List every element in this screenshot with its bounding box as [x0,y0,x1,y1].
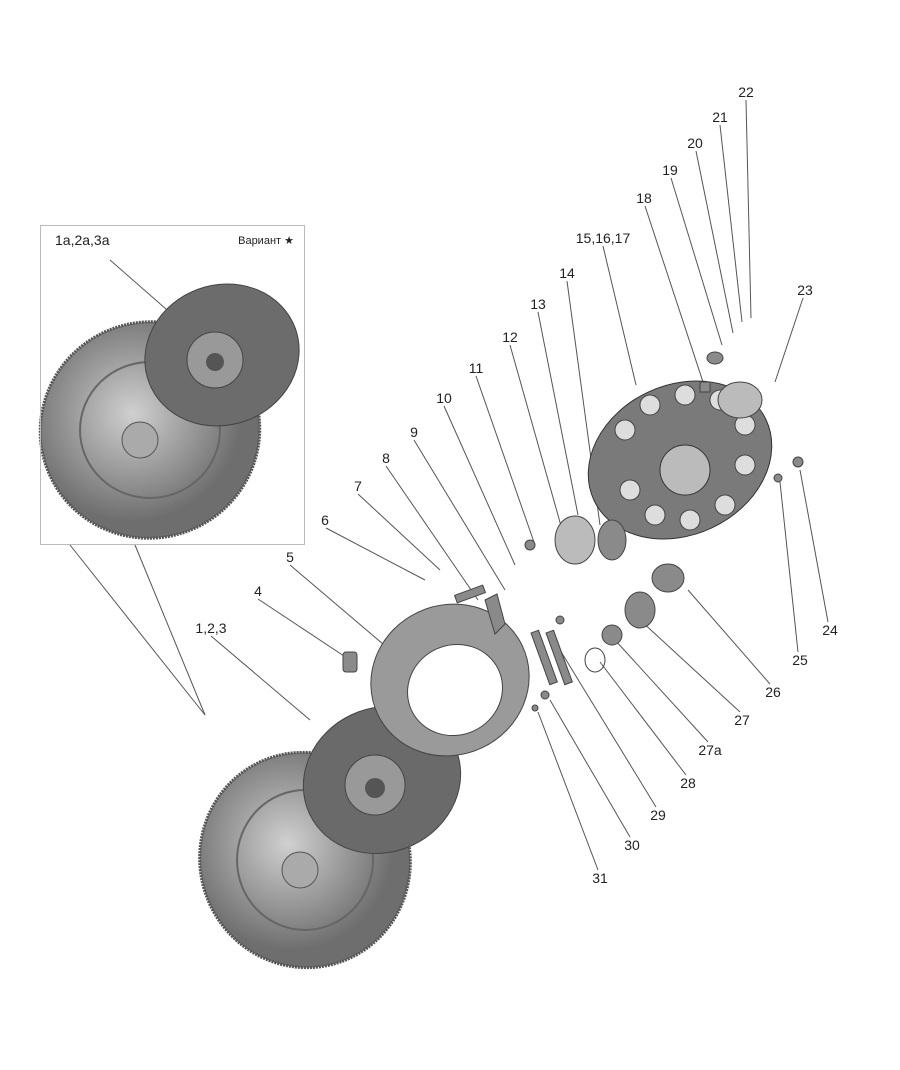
callout-5: 5 [286,549,294,565]
callout-10: 10 [436,390,452,406]
small-parts [342,351,804,712]
callout-7: 7 [354,478,362,494]
callout-15-16-17: 15,16,17 [575,230,631,246]
callout-8: 8 [382,450,390,466]
callout-20: 20 [687,135,703,151]
callout-23: 23 [797,282,813,298]
callout-29: 29 [650,807,666,823]
callout-27: 27 [734,712,750,728]
inset-title: 1a,2a,3a [55,232,110,248]
callout-27a: 27a [698,742,722,758]
callout-12: 12 [502,329,518,345]
star-icon: ★ [284,235,294,247]
callout-28: 28 [680,775,696,791]
callout-1-2-3: 1,2,3 [195,620,227,636]
inset-clutch-disc [144,283,300,427]
callout-6: 6 [321,512,329,528]
callout-30: 30 [624,837,640,853]
pressure-plate [370,603,530,757]
callout-21: 21 [712,109,728,125]
callout-19: 19 [662,162,678,178]
callout-31: 31 [592,870,608,886]
leader-lines [69,99,829,871]
callout-22: 22 [738,84,754,100]
callout-14: 14 [559,265,575,281]
variant-inset: 1a,2a,3a Вариант ★ [40,225,305,545]
callout-11: 11 [468,360,484,376]
callout-24: 24 [822,622,838,638]
callout-4: 4 [254,583,262,599]
callout-9: 9 [410,424,418,440]
callout-13: 13 [530,296,546,312]
callout-25: 25 [792,652,808,668]
variant-label: Вариант ★ [238,235,294,247]
callout-26: 26 [765,684,781,700]
clutch-housing [587,380,773,540]
callout-18: 18 [636,190,652,206]
